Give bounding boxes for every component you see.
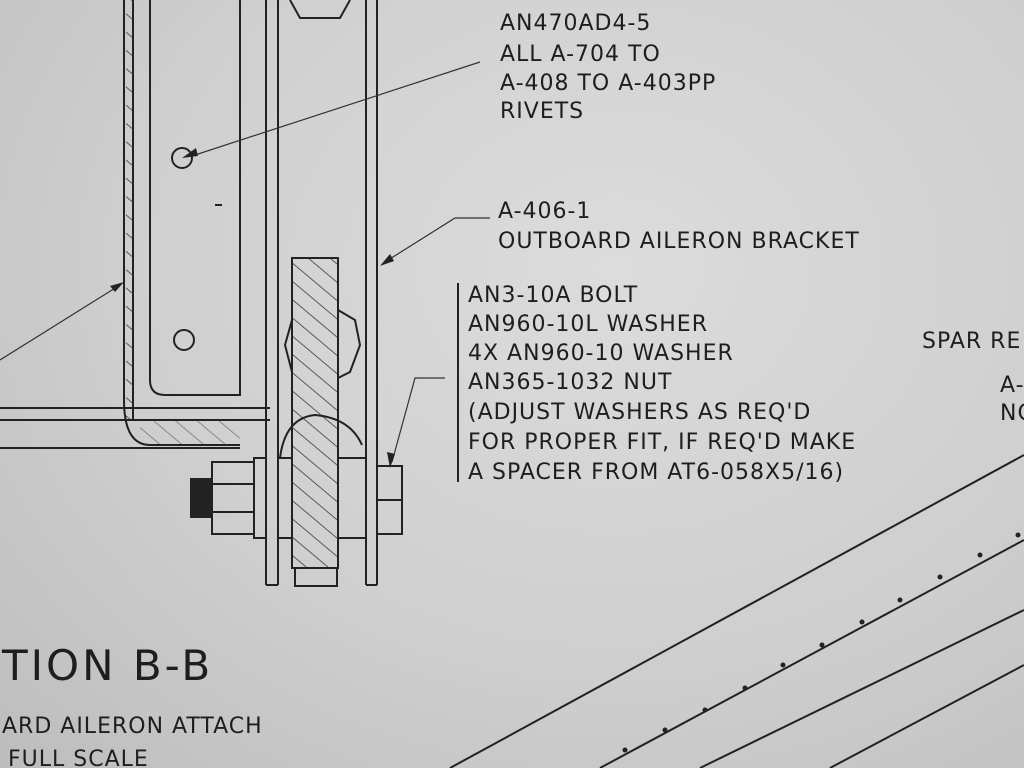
hardware-callout: AN3-10A BOLT AN960-10L WASHER 4X AN960-1…: [468, 283, 856, 485]
callout-line: 4X AN960-10 WASHER: [468, 341, 734, 366]
section-subtitle: ARD AILERON ATTACH: [2, 714, 263, 739]
bracket-callout: A-406-1 OUTBOARD AILERON BRACKET: [498, 199, 860, 254]
rivet-hole: [171, 147, 193, 169]
callout-line: FOR PROPER FIT, IF REQ'D MAKE: [468, 430, 856, 455]
aileron-rib-lines: [449, 454, 1024, 768]
section-title: TION B-B: [1, 641, 213, 690]
callout-line: AN470AD4-5: [500, 11, 651, 36]
rivet-hole: [173, 329, 195, 351]
callout-line: AN3-10A BOLT: [468, 283, 638, 308]
callout-line: A-406-1: [498, 199, 591, 224]
rivet-callout: AN470AD4-5 ALL A-704 TO A-408 TO A-403PP…: [500, 11, 716, 124]
callout-line: OUTBOARD AILERON BRACKET: [498, 229, 860, 254]
callout-line: NO: [1000, 401, 1024, 426]
section-label: TION B-B ARD AILERON ATTACH FULL SCALE: [1, 641, 263, 768]
callout-line: (ADJUST WASHERS AS REQ'D: [468, 400, 811, 425]
callout-line: AN960-10L WASHER: [468, 312, 708, 337]
bolt-assembly: [190, 413, 403, 539]
callout-line: ALL A-704 TO: [500, 42, 661, 67]
section-scale: FULL SCALE: [8, 747, 149, 768]
leader-lines: [0, 61, 490, 482]
callout-line: AN365-1032 NUT: [468, 370, 672, 395]
callout-line: A SPACER FROM AT6-058X5/16): [468, 460, 844, 485]
spar-callout: SPAR RE A- NO: [922, 329, 1024, 426]
callout-line: A-408 TO A-403PP: [500, 71, 716, 96]
hatched-spacer: [283, 257, 362, 587]
callout-line: A-: [1000, 373, 1024, 398]
callout-line: RIVETS: [500, 99, 584, 124]
spar-channel: [0, 0, 270, 449]
callout-line: SPAR RE: [922, 329, 1021, 354]
